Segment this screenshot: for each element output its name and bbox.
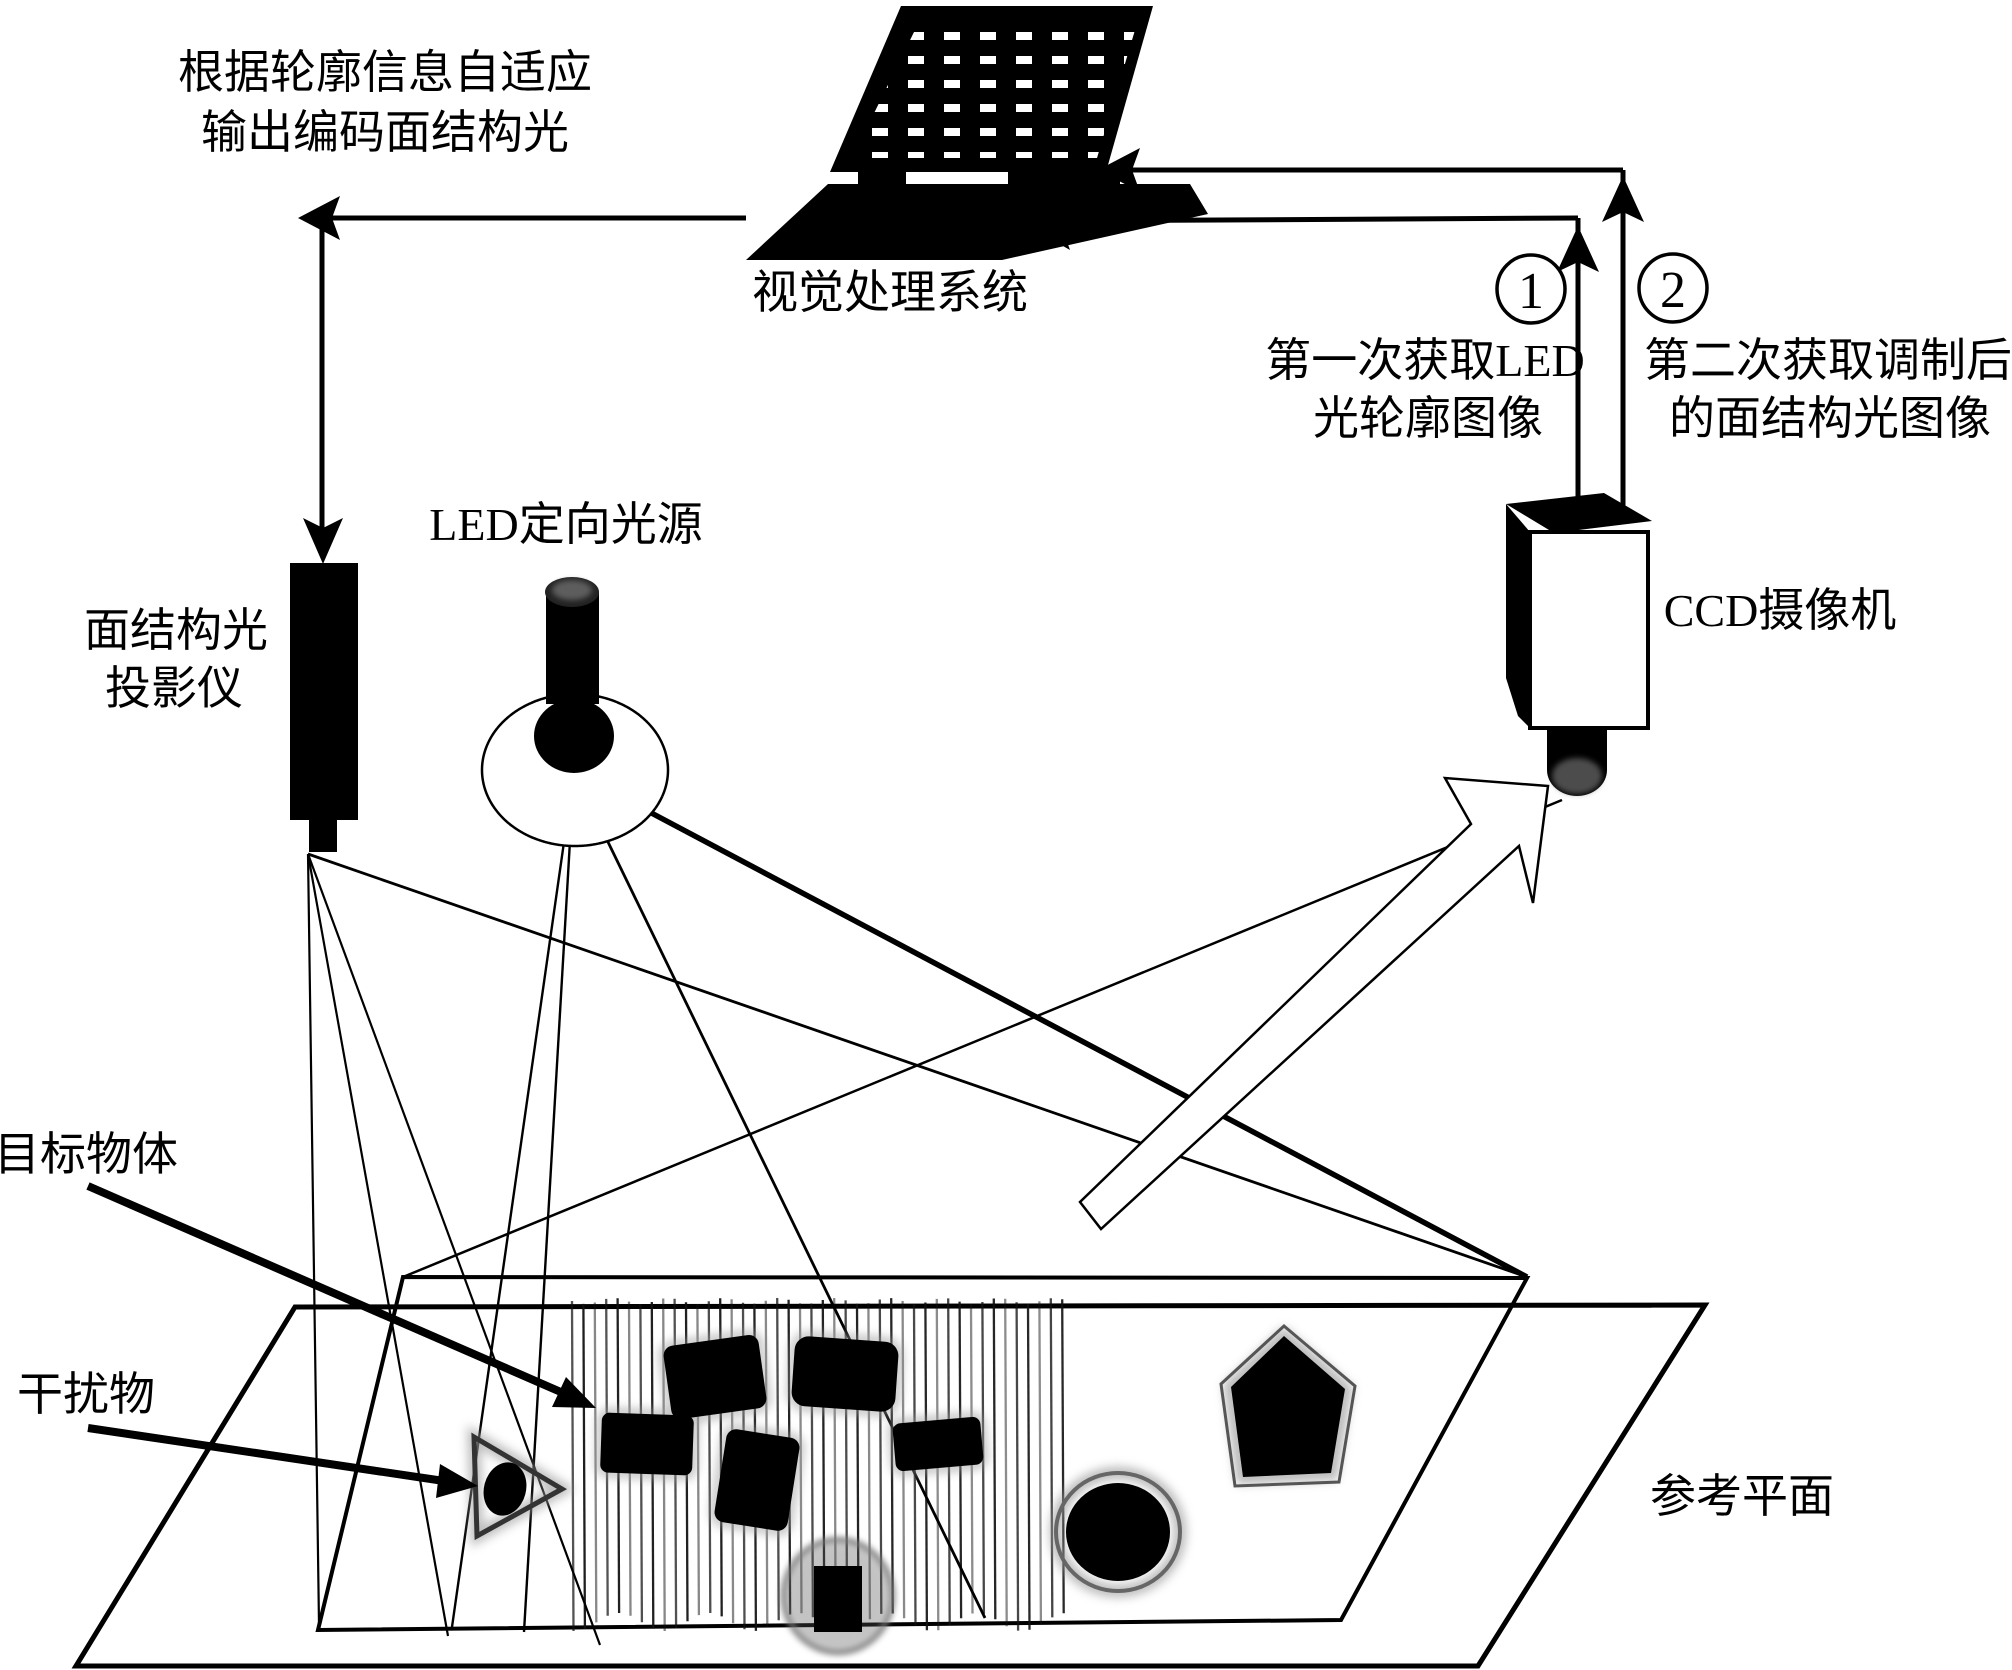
- interference-pointer: [88, 1428, 444, 1481]
- target-blob-1: [662, 1334, 767, 1421]
- pentagon-object: [1221, 1326, 1355, 1486]
- projector-nozzle: [309, 820, 337, 852]
- feedback-label-line1: 根据轮廓信息自适应: [178, 47, 592, 98]
- feedback-label-line2: 输出编码面结构光: [201, 107, 569, 158]
- led-stem-top-speckle: [552, 580, 592, 600]
- stripe-line: [994, 1299, 996, 1620]
- stripe-line: [1039, 1301, 1041, 1624]
- stripe-line: [1017, 1302, 1019, 1630]
- camera-front: [1530, 532, 1648, 728]
- step1-label-line1: 第一次获取LED: [1265, 335, 1584, 386]
- step2-number: 2: [1660, 262, 1686, 319]
- camera-lens-speckle: [1552, 758, 1602, 794]
- acq1-horizontal: [1040, 218, 1578, 221]
- interference-label: 干扰物: [17, 1369, 155, 1420]
- ccd-camera-label: CCD摄像机: [1664, 585, 1897, 636]
- laptop-hinge-left: [858, 172, 906, 185]
- laptop-hinge-right: [1008, 172, 1120, 185]
- projector-ray-2: [308, 854, 448, 1636]
- vision-system-label: 视觉处理系统: [752, 267, 1028, 318]
- step2-label-line2: 的面结构光图像: [1669, 393, 1991, 444]
- projector-body: [290, 563, 358, 820]
- target-object-pointer: [88, 1186, 570, 1396]
- projector: [290, 563, 358, 852]
- target-blob-2: [791, 1335, 900, 1412]
- ellipse-object: [1056, 1473, 1180, 1591]
- target-object-label: 目标物体: [0, 1129, 178, 1180]
- camera-left-side: [1506, 504, 1530, 728]
- ccd-camera: [1506, 493, 1652, 796]
- stripe-line: [583, 1304, 585, 1629]
- step2-label-line1: 第二次获取调制后: [1644, 335, 2012, 386]
- step1-label-line2: 光轮廓图像: [1313, 393, 1543, 444]
- projector-ray-3: [308, 854, 600, 1645]
- led-stem: [546, 592, 599, 704]
- ellipse-core: [1066, 1483, 1170, 1581]
- led-label: LED定向光源: [429, 499, 702, 550]
- target-blob-3: [600, 1412, 694, 1475]
- target-blob-4: [713, 1428, 801, 1532]
- led-source: [482, 577, 668, 846]
- interference-object: [474, 1437, 562, 1536]
- reference-plane-label: 参考平面: [1650, 1471, 1834, 1522]
- projector-label-line1: 面结构光: [84, 605, 268, 656]
- target-blob-5: [892, 1416, 984, 1471]
- stripe-line: [572, 1301, 574, 1631]
- bottom-round-object-core: [814, 1566, 862, 1632]
- projector-ray-1: [308, 854, 319, 1624]
- led-bulb: [534, 699, 614, 773]
- led-rays: [452, 772, 1527, 1632]
- step1-number: 1: [1518, 263, 1544, 320]
- stripe-line: [1051, 1298, 1053, 1617]
- stripe-line: [1005, 1299, 1007, 1627]
- projector-label-line2: 投影仪: [105, 663, 243, 714]
- led-ray-thick: [574, 772, 1527, 1277]
- stripe-line: [1028, 1304, 1030, 1630]
